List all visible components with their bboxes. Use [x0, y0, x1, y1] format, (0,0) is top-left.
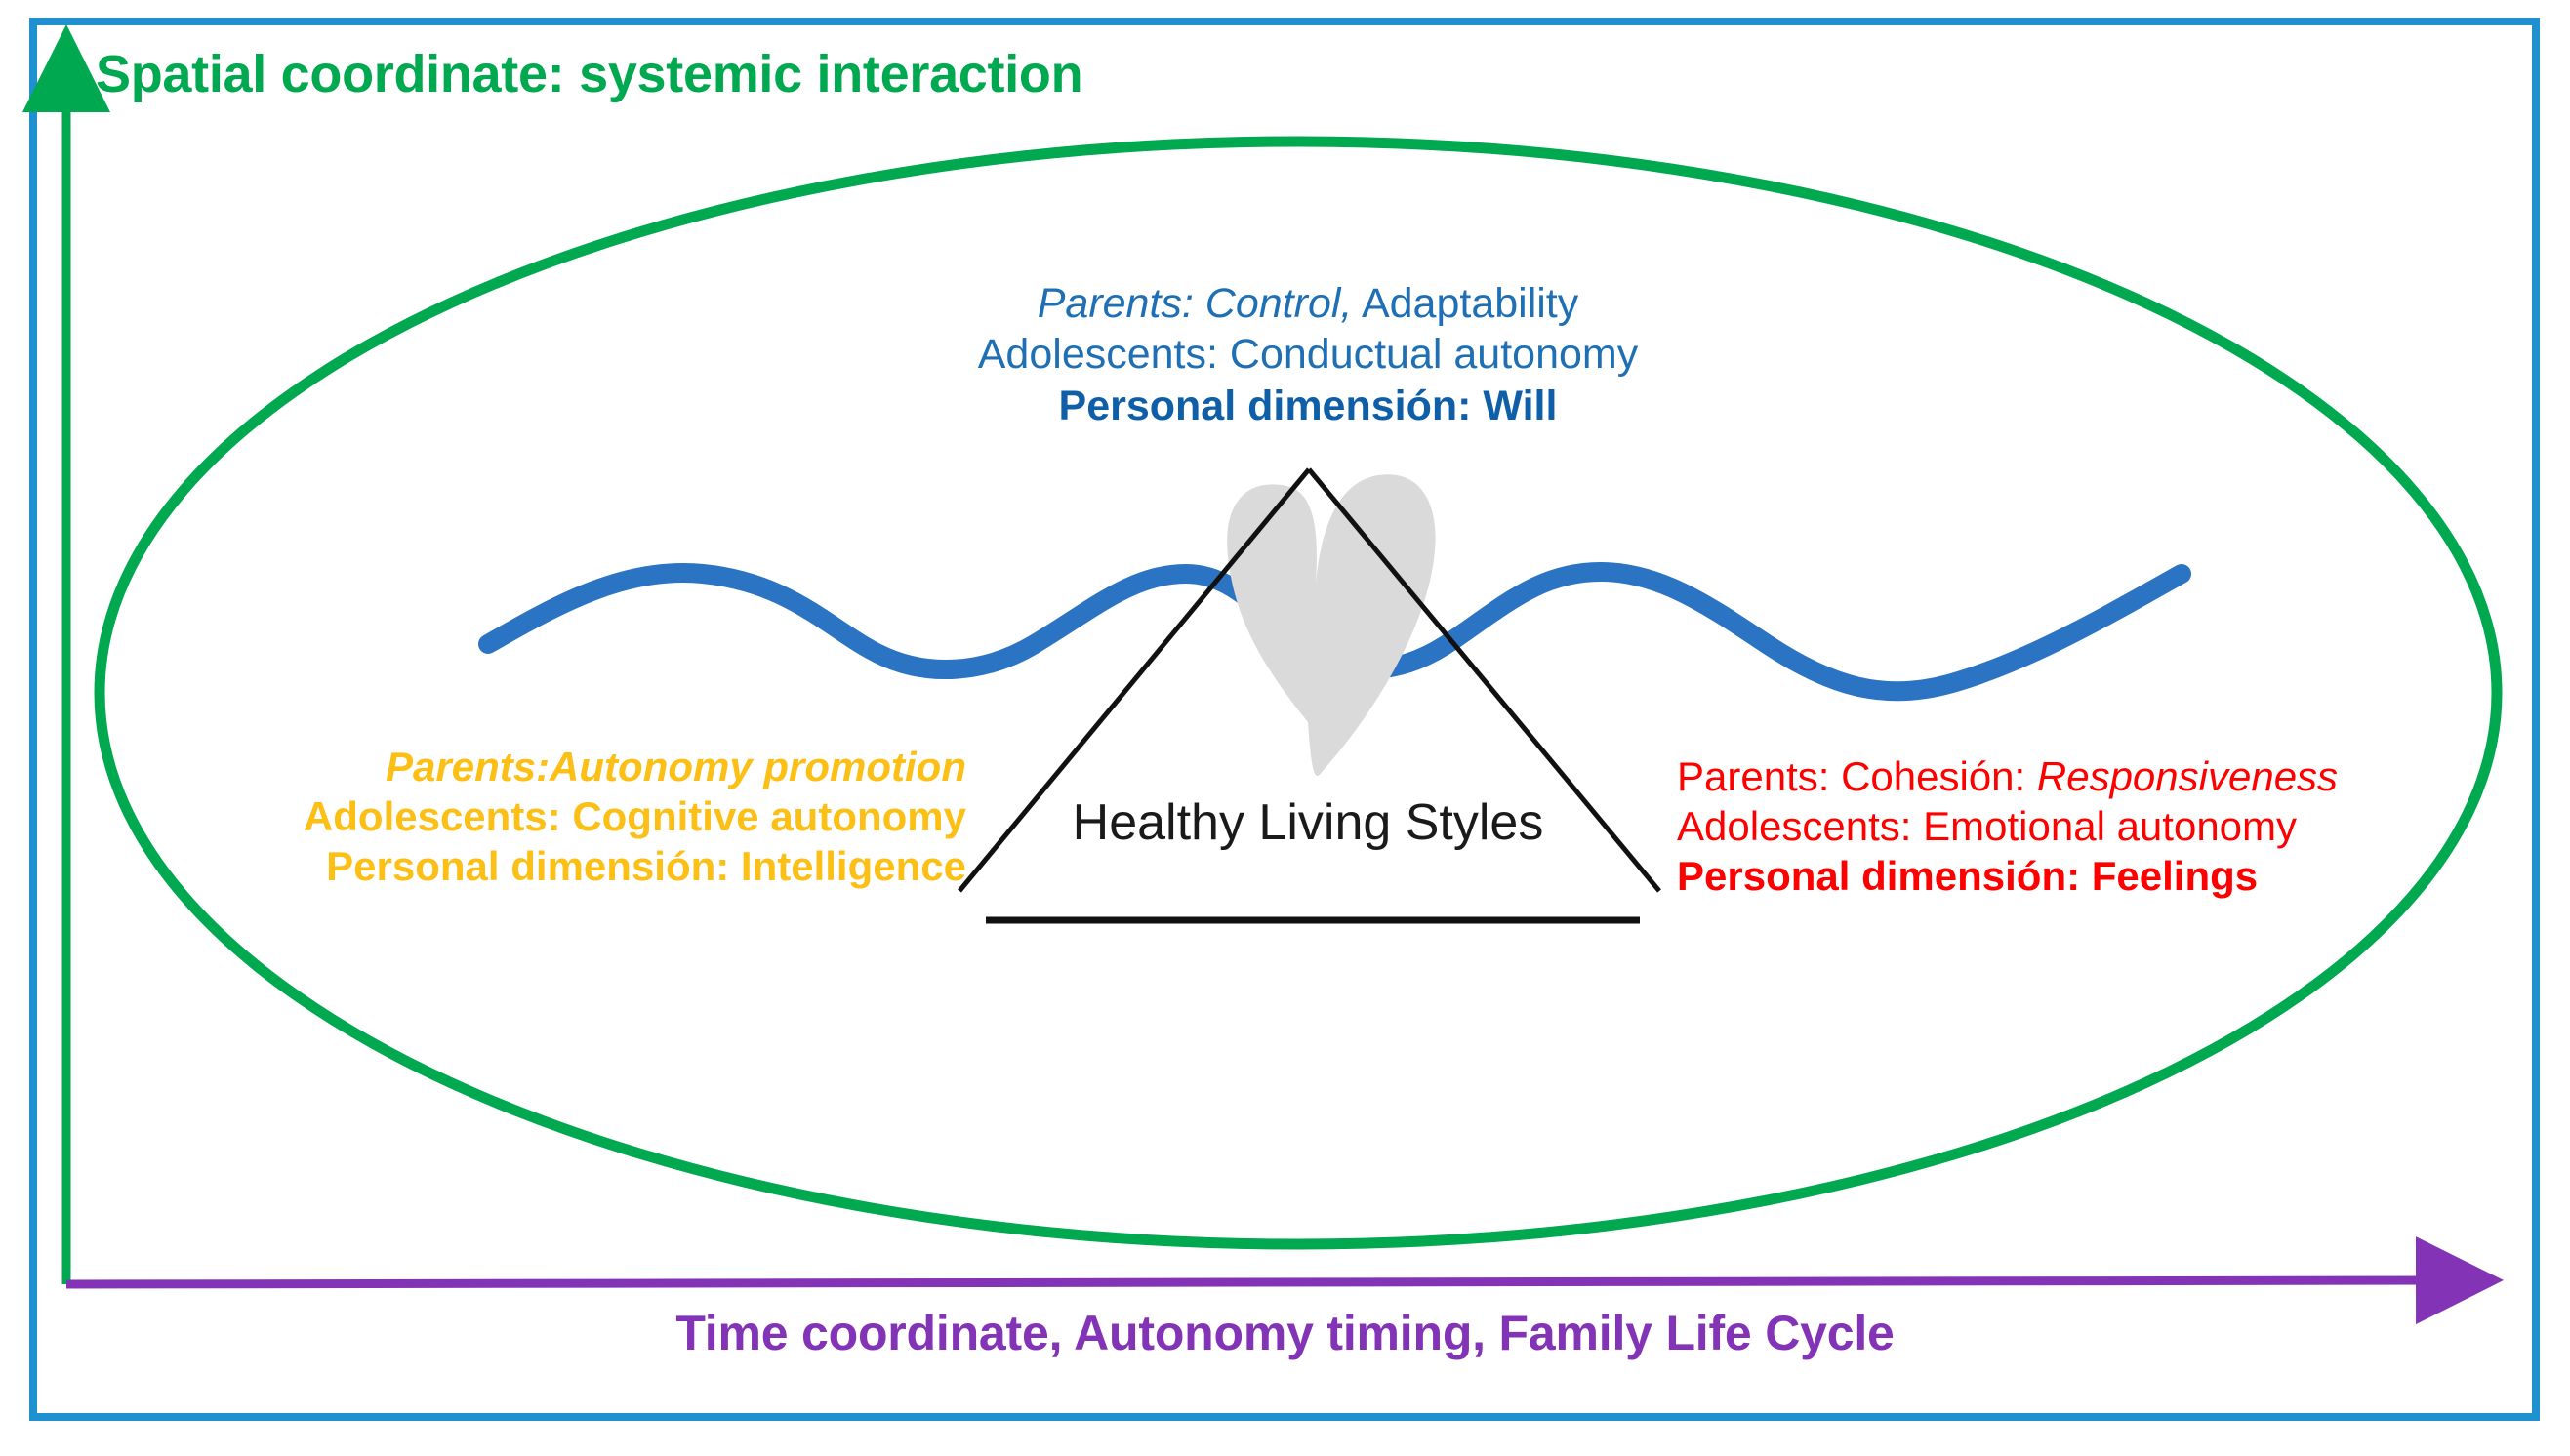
- left-label-line-2: Adolescents: Cognitive autonomy: [303, 793, 966, 840]
- right-label-block: Parents: Cohesión: Responsiveness Adoles…: [1677, 751, 2536, 902]
- top-label-line-1-italic: Parents: Control,: [1037, 280, 1353, 327]
- right-label-line-3: Personal dimensión: Feelings: [1677, 853, 2259, 900]
- top-label-line-1-rest: Adaptability: [1352, 280, 1579, 327]
- top-label-line-2: Adolescents: Conductual autonomy: [977, 331, 1639, 379]
- top-label-line-3: Personal dimensión: Will: [1058, 382, 1558, 429]
- top-label-block: Parents: Control, Adaptability Adolescen…: [625, 278, 1991, 431]
- center-label: Healthy Living Styles: [1072, 794, 1544, 851]
- right-label-line-1-italic: Responsiveness: [2036, 753, 2339, 799]
- left-label-block: Parents:Autonomy promotion Adolescents: …: [117, 742, 966, 892]
- spatial-coordinate-label: Spatial coordinate: systemic interaction: [96, 45, 1083, 103]
- diagram-outer-frame: [29, 18, 2540, 1421]
- left-label-line-1: Parents:Autonomy promotion: [386, 744, 966, 789]
- right-label-line-1-plain: Parents: Cohesión:: [1677, 753, 2037, 799]
- left-label-line-3: Personal dimensión: Intelligence: [326, 843, 966, 890]
- right-label-line-1: Parents: Cohesión: Responsiveness: [1677, 751, 2536, 801]
- right-label-line-2: Adolescents: Emotional autonomy: [1677, 803, 2298, 850]
- top-label-line-1: Parents: Control, Adaptability: [625, 278, 1991, 329]
- time-coordinate-label: Time coordinate, Autonomy timing, Family…: [675, 1306, 1895, 1360]
